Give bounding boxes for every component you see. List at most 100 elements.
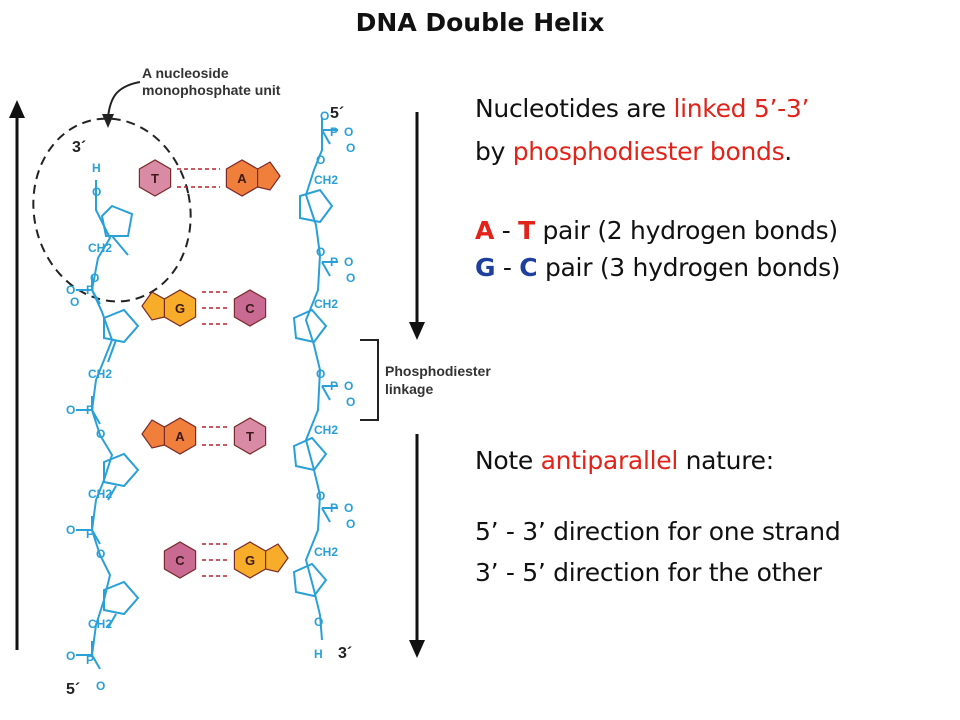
- nucleoside-dashed-outline: [32, 117, 192, 303]
- base-A-row3-left: A: [141, 417, 197, 455]
- svg-text:P: P: [86, 283, 94, 297]
- phosphodiester-label-line1: Phosphodiester: [385, 363, 491, 379]
- gc-pair-g: G: [475, 253, 496, 282]
- svg-text:O: O: [320, 109, 329, 123]
- svg-text:O: O: [66, 403, 75, 417]
- hydrogen-bonds-row3: [202, 426, 228, 446]
- left-strand-3prime-label: 3´: [72, 139, 86, 156]
- nucleoside-callout: A nucleoside monophosphate unit: [32, 65, 281, 303]
- left-sugar-4: [103, 580, 140, 616]
- left-backbone: [76, 180, 140, 670]
- svg-text:O: O: [96, 427, 105, 441]
- phosphodiester-label-line2: linkage: [385, 381, 433, 397]
- svg-text:O: O: [316, 489, 325, 503]
- svg-text:O: O: [316, 245, 325, 259]
- base-letter-C: C: [175, 553, 185, 568]
- svg-text:O: O: [346, 517, 355, 531]
- svg-text:P: P: [86, 653, 94, 667]
- right-sugar-4: [292, 562, 328, 598]
- hydrogen-bonds-row1: [177, 168, 220, 188]
- svg-text:O: O: [66, 523, 75, 537]
- direction-arrows: [9, 100, 425, 658]
- gc-pair-c: C: [519, 253, 538, 282]
- base-A-row1-right: A: [225, 159, 281, 197]
- svg-text:O: O: [92, 185, 101, 199]
- right-sugar-1: [299, 188, 334, 224]
- svg-text:O: O: [90, 271, 99, 285]
- svg-text:O: O: [96, 547, 105, 561]
- base-T-row1-left: T: [138, 159, 172, 197]
- svg-text:P: P: [86, 527, 94, 541]
- svg-text:H: H: [314, 647, 323, 661]
- left-sugar-1: [100, 204, 134, 237]
- at-pair-dash: -: [494, 216, 519, 245]
- callout-arrow: [107, 81, 141, 119]
- hydrogen-bonds-row2: [202, 291, 228, 325]
- linkage-text-2c: .: [784, 137, 792, 166]
- hydrogen-bonds-row4: [202, 543, 228, 577]
- svg-text:CH2: CH2: [88, 367, 112, 381]
- base-G-row2-left: G: [141, 289, 197, 327]
- left-sugar-3: [103, 452, 140, 488]
- linkage-text-1b: linked 5’-3’: [673, 94, 810, 123]
- svg-text:CH2: CH2: [314, 173, 338, 187]
- svg-text:CH2: CH2: [314, 545, 338, 559]
- svg-text:P: P: [330, 501, 338, 515]
- at-pair-a: A: [475, 216, 495, 245]
- nucleoside-label-line1: A nucleoside: [142, 65, 229, 81]
- base-letter-A: A: [175, 429, 185, 444]
- svg-text:P: P: [330, 379, 338, 393]
- svg-text:CH2: CH2: [314, 297, 338, 311]
- svg-text:O: O: [316, 367, 325, 381]
- svg-text:O: O: [316, 153, 325, 167]
- svg-text:O: O: [346, 395, 355, 409]
- left-strand-5prime-label: 5´: [66, 681, 80, 698]
- svg-text:P: P: [330, 125, 338, 139]
- at-pair-line: A - T pair (2 hydrogen bonds): [475, 216, 838, 245]
- note-text-b: antiparallel: [540, 446, 679, 475]
- svg-text:CH2: CH2: [88, 617, 112, 631]
- svg-text:CH2: CH2: [88, 241, 112, 255]
- svg-text:O: O: [314, 615, 323, 629]
- base-C-row2-right: C: [233, 289, 267, 327]
- nucleoside-label-line2: monophosphate unit: [142, 82, 281, 98]
- svg-text:O: O: [346, 271, 355, 285]
- svg-text:P: P: [330, 255, 338, 269]
- svg-text:CH2: CH2: [88, 487, 112, 501]
- linkage-text-line2: by phosphodiester bonds.: [475, 137, 792, 166]
- linkage-text-2a: by: [475, 137, 513, 166]
- base-letter-C: C: [245, 301, 255, 316]
- direction-line-2: 3’ - 5’ direction for the other: [475, 558, 822, 587]
- svg-text:H: H: [92, 161, 101, 175]
- phosphodiester-bracket: Phosphodiester linkage: [360, 339, 491, 421]
- direction-line-1: 5’ - 3’ direction for one strand: [475, 517, 841, 546]
- base-letter-A: A: [237, 171, 247, 186]
- gc-pair-line: G - C pair (3 hydrogen bonds): [475, 253, 841, 282]
- svg-text:CH2: CH2: [314, 423, 338, 437]
- right-strand-3prime-label: 3´: [338, 645, 352, 662]
- svg-text:O: O: [70, 295, 79, 309]
- gc-pair-rest: pair (3 hydrogen bonds): [537, 253, 841, 282]
- linkage-text-line1: Nucleotides are linked 5’-3’: [475, 94, 809, 123]
- svg-text:O: O: [344, 125, 353, 139]
- note-text-a: Note: [475, 446, 541, 475]
- base-C-row4-left: C: [163, 541, 197, 579]
- right-strand-5prime-label: 5´: [330, 105, 344, 122]
- at-pair-rest: pair (2 hydrogen bonds): [534, 216, 838, 245]
- right-backbone: [292, 118, 338, 641]
- antiparallel-note-line: Note antiparallel nature:: [475, 446, 774, 475]
- base-letter-T: T: [151, 171, 159, 186]
- svg-text:O: O: [344, 501, 353, 515]
- svg-text:O: O: [346, 141, 355, 155]
- base-letter-G: G: [175, 301, 185, 316]
- base-T-row3-right: T: [233, 417, 267, 455]
- svg-text:O: O: [66, 283, 75, 297]
- linkage-text-2b: phosphodiester bonds: [512, 137, 785, 166]
- base-letter-T: T: [246, 429, 254, 444]
- right-sugar-3: [292, 436, 328, 472]
- right-sugar-2: [292, 308, 328, 344]
